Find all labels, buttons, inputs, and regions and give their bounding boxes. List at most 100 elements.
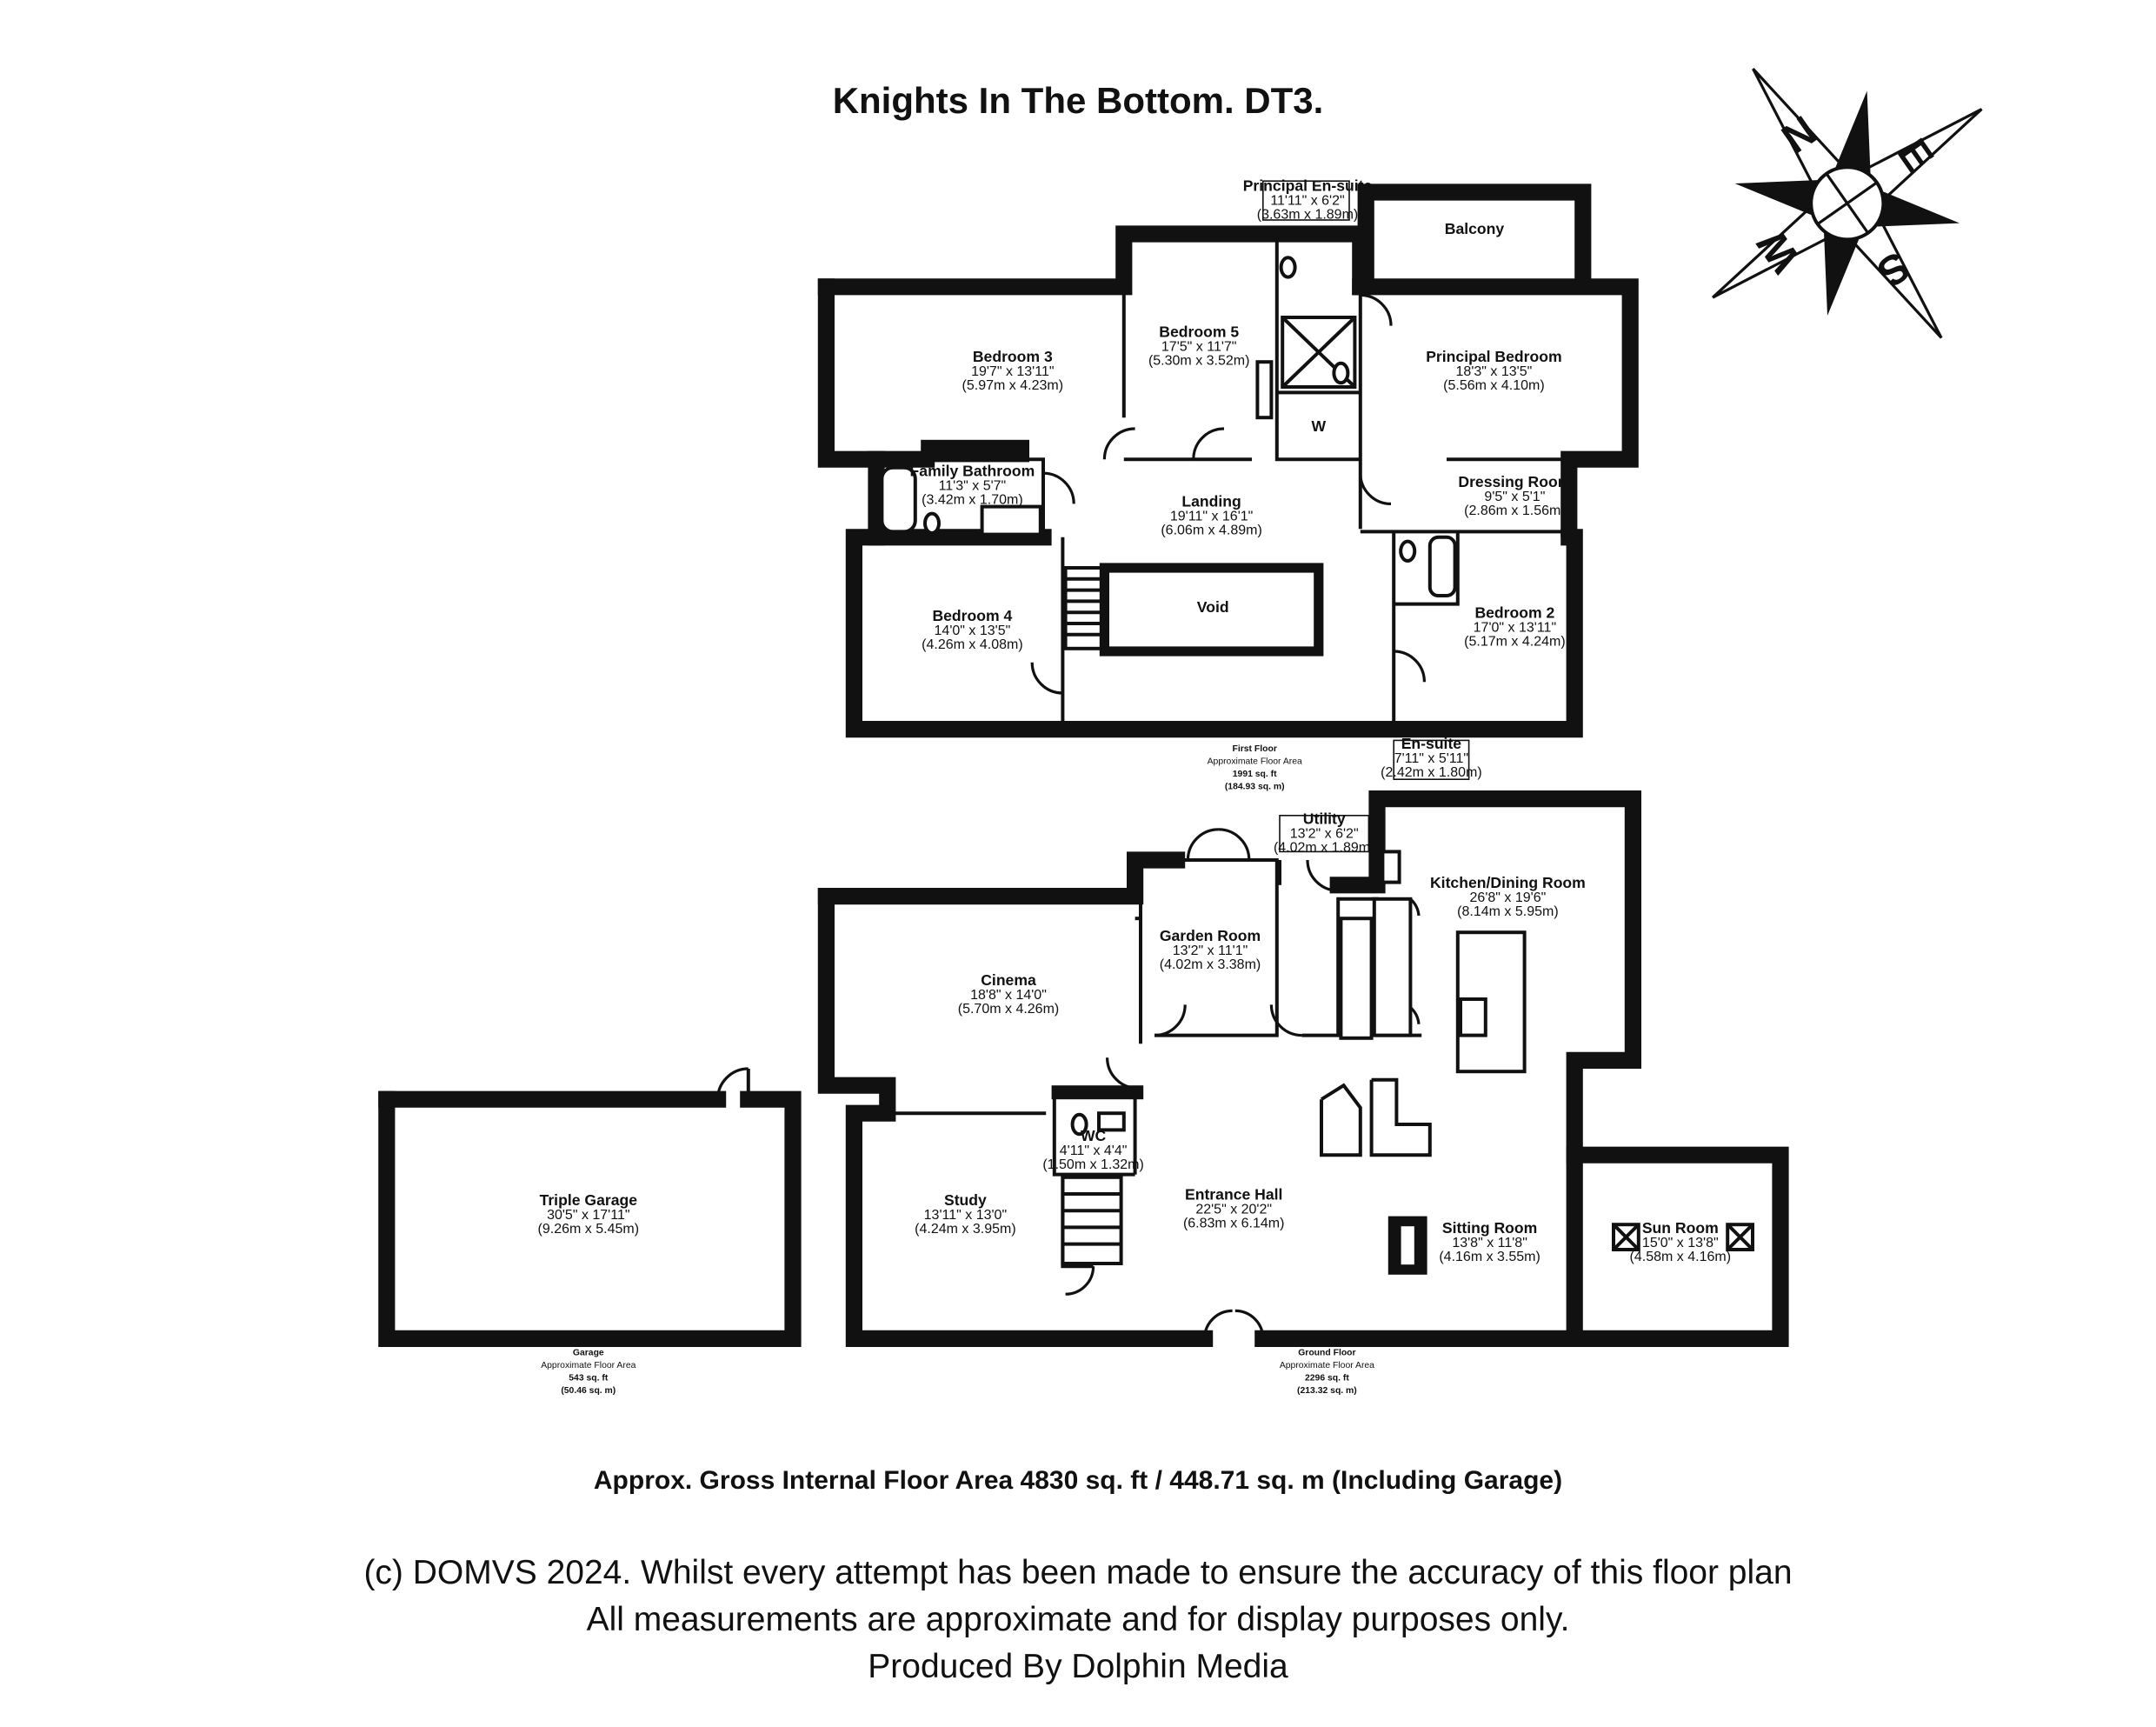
room-label-line: Kitchen/Dining Room bbox=[1430, 874, 1586, 891]
room-label-line: (4.26m x 4.08m) bbox=[922, 637, 1022, 652]
room-label-line: 18'8" x 14'0" bbox=[970, 988, 1047, 1003]
room-label-line: (6.83m x 6.14m) bbox=[1183, 1216, 1284, 1230]
floor-area-line: (50.46 sq. m) bbox=[561, 1386, 616, 1396]
room-label-line: 7'11" x 5'11" bbox=[1394, 751, 1468, 766]
disclaimer: (c) DOMVS 2024. Whilst every attempt has… bbox=[0, 1550, 2156, 1690]
floor-area-line: 1991 sq. ft bbox=[1233, 770, 1277, 779]
room-label-line: (5.17m x 4.24m) bbox=[1464, 635, 1565, 650]
floor-area-line: Approximate Floor Area bbox=[541, 1361, 635, 1370]
first-floor-walls bbox=[817, 180, 1639, 781]
room-label-line: (1.50m x 1.32m) bbox=[1042, 1157, 1143, 1172]
room-label-line: 13'2" x 6'2" bbox=[1290, 826, 1359, 841]
room-label-line: (2.42m x 1.80m) bbox=[1381, 765, 1481, 780]
room-label-line: Sitting Room bbox=[1442, 1219, 1537, 1237]
room-label-line: 26'8" x 19'6" bbox=[1470, 890, 1547, 905]
floor-area-line: Garage bbox=[573, 1349, 604, 1358]
room-label-line: Landing bbox=[1181, 493, 1241, 510]
room-label-line: 9'5" x 5'1" bbox=[1484, 490, 1545, 504]
room-label-line: 11'3" x 5'7" bbox=[939, 478, 1007, 493]
floor-area-line: 543 sq. ft bbox=[569, 1373, 609, 1383]
room-label-line: 30'5" x 17'11" bbox=[547, 1208, 629, 1223]
floor-area-line: Ground Floor bbox=[1298, 1349, 1355, 1358]
room-label-line: 22'5" x 20'2" bbox=[1195, 1202, 1272, 1217]
room-label-line: (8.14m x 5.95m) bbox=[1457, 904, 1558, 919]
room-label-line: (3.42m x 1.70m) bbox=[922, 492, 1022, 507]
room-label-line: (4.02m x 3.38m) bbox=[1160, 957, 1261, 972]
room-label-line: (4.02m x 1.89m) bbox=[1274, 840, 1374, 855]
room-label-line: 13'11" x 13'0" bbox=[924, 1208, 1007, 1223]
room-label-line: (3.63m x 1.89m) bbox=[1257, 207, 1358, 222]
floor-area-line: First Floor bbox=[1233, 744, 1277, 754]
room-label-w: W bbox=[1311, 417, 1326, 435]
room-label-line: Sun Room bbox=[1642, 1219, 1719, 1237]
room-label-line: Bedroom 5 bbox=[1159, 323, 1239, 340]
room-label-line: 15'0" x 13'8" bbox=[1642, 1236, 1719, 1250]
room-label-line: (2.86m x 1.56m) bbox=[1464, 503, 1565, 518]
room-label-line: 13'2" x 11'1" bbox=[1173, 944, 1248, 958]
room-label-line: Utility bbox=[1303, 810, 1346, 827]
room-label-balcony: Balcony bbox=[1445, 220, 1505, 237]
room-label-line: 18'3" x 13'5" bbox=[1456, 364, 1533, 379]
room-label-line: 19'7" x 13'11" bbox=[971, 364, 1054, 379]
room-label-line: 14'0" x 13'5" bbox=[935, 623, 1011, 638]
disclaimer-line: Produced By Dolphin Media bbox=[868, 1648, 1288, 1685]
disclaimer-line: (c) DOMVS 2024. Whilst every attempt has… bbox=[363, 1554, 1793, 1591]
room-label-void: Void bbox=[1197, 598, 1229, 616]
room-label-line: WC bbox=[1081, 1127, 1107, 1144]
floor-area-line: Approximate Floor Area bbox=[1208, 757, 1302, 767]
room-label-line: Study bbox=[944, 1191, 987, 1209]
floor-area-line: (213.32 sq. m) bbox=[1297, 1386, 1357, 1396]
room-label-line: 4'11" x 4'4" bbox=[1060, 1144, 1128, 1158]
room-label-line: (5.97m x 4.23m) bbox=[962, 378, 1063, 393]
room-label-line: Balcony bbox=[1445, 220, 1505, 237]
compass-icon: N E S W bbox=[1712, 68, 1983, 339]
floor-area-line: (184.93 sq. m) bbox=[1225, 782, 1285, 791]
room-label-line: (6.06m x 4.89m) bbox=[1161, 523, 1261, 538]
room-label-line: Principal En-suite bbox=[1243, 177, 1373, 194]
room-label-line: (4.24m x 3.95m) bbox=[915, 1222, 1015, 1237]
room-label-line: 17'5" x 11'7" bbox=[1161, 339, 1237, 354]
room-label-line: Entrance Hall bbox=[1185, 1185, 1282, 1203]
room-label-line: Bedroom 2 bbox=[1474, 604, 1554, 622]
room-label-line: (9.26m x 5.45m) bbox=[538, 1222, 639, 1237]
room-label-line: (4.58m x 4.16m) bbox=[1630, 1250, 1731, 1264]
room-label-line: Bedroom 4 bbox=[932, 607, 1012, 624]
ground-floor-walls bbox=[817, 790, 1789, 1348]
room-label-line: Bedroom 3 bbox=[973, 348, 1053, 365]
room-label-line: (5.56m x 4.10m) bbox=[1443, 378, 1544, 393]
floor-area-line: Approximate Floor Area bbox=[1280, 1361, 1374, 1370]
room-label-line: Family Bathroom bbox=[910, 462, 1035, 479]
room-label-line: Dressing Room bbox=[1458, 473, 1571, 490]
room-label-line: 19'11" x 16'1" bbox=[1170, 510, 1253, 524]
room-label-line: 11'11" x 6'2" bbox=[1270, 193, 1344, 208]
room-label-line: Principal Bedroom bbox=[1426, 348, 1561, 365]
room-label-line: (4.16m x 3.55m) bbox=[1439, 1250, 1540, 1264]
room-label-line: 17'0" x 13'11" bbox=[1474, 621, 1556, 636]
room-label-line: 13'8" x 11'8" bbox=[1452, 1236, 1527, 1250]
room-label-line: Garden Room bbox=[1160, 927, 1261, 944]
disclaimer-line: All measurements are approximate and for… bbox=[586, 1601, 1570, 1638]
room-label-line: Cinema bbox=[981, 971, 1036, 989]
